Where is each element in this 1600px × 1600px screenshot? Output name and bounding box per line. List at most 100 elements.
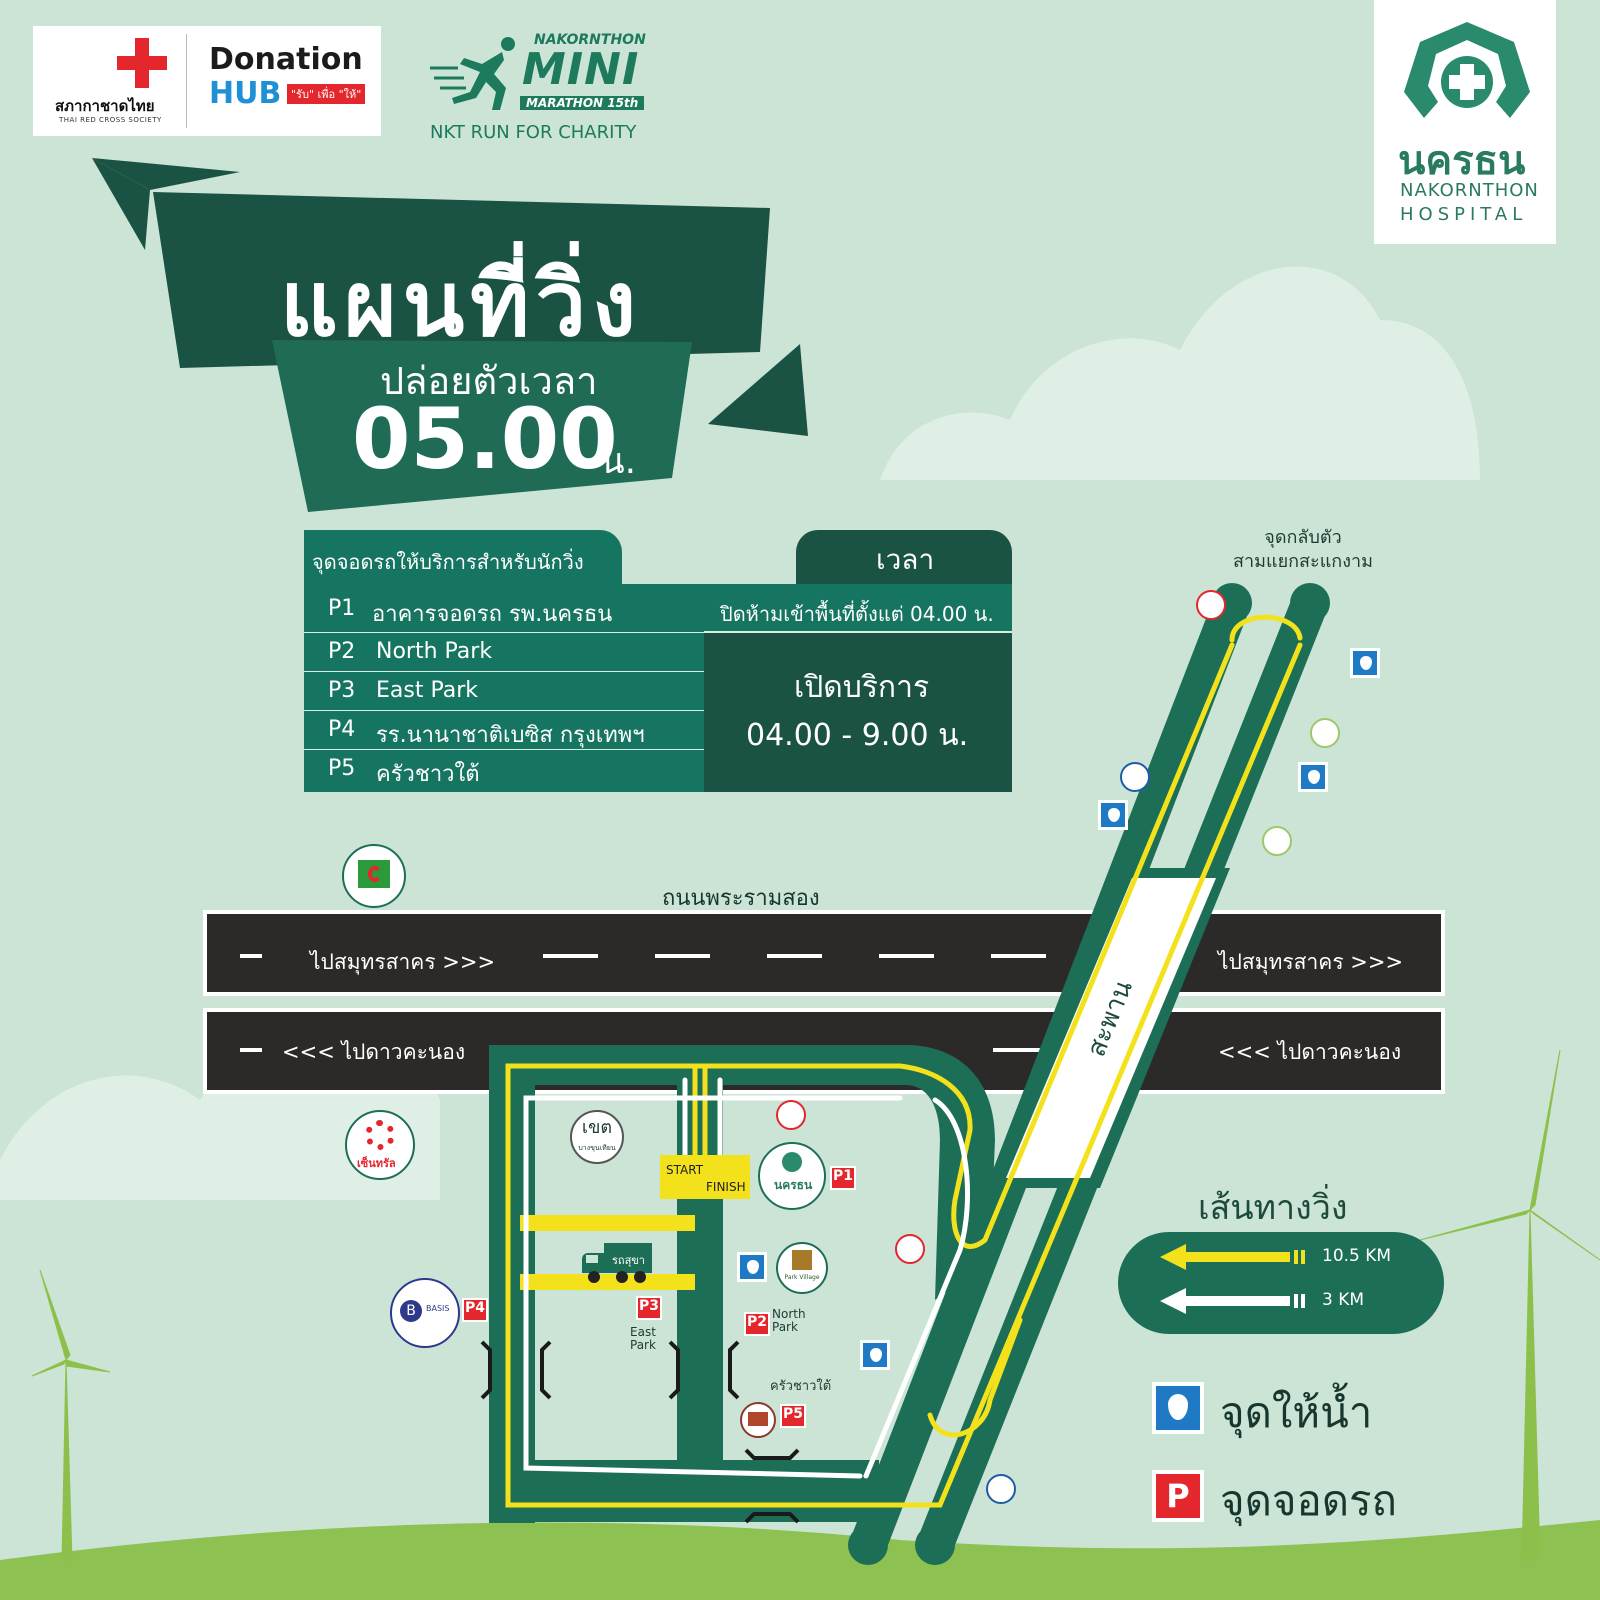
district-line-2: บางขุนเทียน (578, 1144, 616, 1152)
parking-code: P2 (328, 639, 356, 664)
legend-arrow-10k (1160, 1244, 1305, 1270)
banner-time-unit: น. (600, 441, 637, 482)
parking-code: P4 (328, 717, 356, 742)
park-village-marker: Park Village (776, 1242, 828, 1294)
marathon-top-text: NAKORNTHON (534, 32, 646, 48)
donation-hub: HUB (209, 76, 282, 111)
water-drop-icon (1152, 1382, 1204, 1434)
legend-title: เส้นทางวิ่ง (1198, 1188, 1348, 1228)
parking-icon-letter: P (1166, 1477, 1190, 1515)
hospital-en-name: NAKORNTHON (1400, 180, 1539, 201)
sponsor-logo-panel: สภากาชาดไทย THAI RED CROSS SOCIETY Donat… (33, 26, 381, 136)
kitchen-marker (740, 1402, 776, 1438)
direction-label: <<< ไปดาวคะนอง (282, 1040, 466, 1064)
hospital-marker-name: นครธน (774, 1178, 813, 1192)
water-drop-icon (1350, 648, 1380, 678)
parking-row: P4 รร.นานาชาติเบซิส กรุงเทพฯ (304, 711, 704, 750)
parking-header: จุดจอดรถให้บริการสำหรับนักวิ่ง (312, 550, 584, 574)
east-park-line-2: Park (630, 1338, 656, 1352)
central-marker: เซ็นทรัล (345, 1110, 415, 1180)
marathon-logo: NAKORNTHON MINI MARATHON 15th NKT RUN FO… (430, 30, 680, 150)
legend-3k-label: 3 KM (1322, 1290, 1365, 1310)
water-drop-icon (1298, 762, 1328, 792)
parking-row: P1 อาคารจอดรถ รพ.นครธน (304, 584, 704, 633)
red-cross-icon (117, 38, 167, 88)
banner-subtitle: ปล่อยตัวเวลา (380, 359, 598, 403)
finish-label: FINISH (706, 1180, 746, 1194)
parking-name: รร.นานาชาติเบซิส กรุงเทพฯ (376, 723, 645, 748)
closed-note: ปิดห้ามเข้าพื้นที่ตั้งแต่ 04.00 น. (720, 602, 994, 626)
uturn-line-1: จุดกลับตัว (1264, 527, 1342, 548)
direction-label: ไปสมุทรสาคร >>> (310, 950, 496, 974)
kitchen-label: ครัวชาวใต้ (770, 1379, 832, 1394)
truck-icon: รถสุขา (582, 1243, 652, 1283)
parking-code: P3 (328, 678, 356, 703)
parking-badge-p3: P3 (636, 1296, 662, 1320)
marathon-mini-text: MINI (522, 44, 640, 95)
district-marker: เขต บางขุนเทียน (570, 1110, 624, 1164)
legend-panel: 10.5 KM 3 KM (1118, 1232, 1444, 1334)
logo-divider (186, 34, 187, 128)
time-header: เวลา (876, 543, 935, 576)
store-marker (776, 1100, 806, 1130)
parking-badge-p2: P2 (744, 1312, 770, 1336)
parking-row: P3 East Park (304, 672, 704, 711)
district-line-1: เขต (581, 1117, 613, 1138)
road-name: ถนนพระรามสอง (662, 886, 820, 911)
parking-row: P2 North Park (304, 633, 704, 672)
basis-school-marker: B BASIS (390, 1278, 460, 1348)
water-drop-icon (1098, 800, 1128, 830)
parking-badge-p4: P4 (462, 1298, 488, 1322)
fuel-marker (986, 1474, 1016, 1504)
open-time: 04.00 - 9.00 น. (746, 718, 969, 753)
parking-header-tab: จุดจอดรถให้บริการสำหรับนักวิ่ง (304, 530, 622, 584)
uturn-line-2: สามแยกสะแกงาม (1233, 551, 1373, 572)
east-park-line-1: East (630, 1325, 656, 1339)
time-header-tab: เวลา (796, 530, 1012, 584)
start-finish-box (660, 1155, 750, 1199)
store-marker (1310, 718, 1340, 748)
parking-badge-p1: P1 (830, 1166, 856, 1190)
banner-start-time: 05.00 (352, 390, 618, 488)
banner-title: แผนที่วิ่ง (280, 252, 643, 357)
gas-station-marker (1196, 590, 1226, 620)
wind-turbine-icon (31, 1049, 1600, 1561)
hospital-marker: นครธน (758, 1142, 826, 1210)
north-park-line-2: Park (772, 1320, 798, 1334)
runner-icon (430, 37, 515, 110)
parking-name: ครัวชาวใต้ (376, 762, 480, 787)
hospital-cross-icon (1404, 22, 1530, 118)
north-park-line-1: North (772, 1307, 806, 1321)
truck-label: รถสุขา (612, 1254, 645, 1267)
parking-badge-p5: P5 (780, 1404, 806, 1428)
road-brackets (480, 1340, 800, 1524)
direction-label: <<< ไปดาวคะนอง (1218, 1040, 1402, 1064)
hospital-word: HOSPITAL (1400, 204, 1528, 225)
uturn-label: จุดกลับตัว สามแยกสะแกงาม (1218, 526, 1388, 574)
east-park-label: East Park (630, 1326, 656, 1352)
red-cross-subtitle: THAI RED CROSS SOCIETY (59, 116, 162, 124)
parking-list (304, 584, 704, 792)
donation-word: Donation (209, 42, 363, 77)
store-marker (342, 844, 406, 908)
route-10k (505, 614, 1303, 1508)
parking-code: P1 (328, 596, 356, 621)
donation-tagline: "รับ" เพื่อ "ให้" (287, 84, 366, 104)
title-banner-shape (92, 158, 808, 512)
fuel-marker (1120, 762, 1150, 792)
north-park-label: North Park (772, 1308, 806, 1334)
legend-arrow-3k (1160, 1288, 1305, 1314)
parking-name: อาคารจอดรถ รพ.นครธน (372, 602, 613, 627)
parking-name: North Park (376, 639, 493, 664)
legend-water-label: จุดให้น้ำ (1220, 1388, 1373, 1437)
direction-label: ไปสมุทรสาคร >>> (1218, 950, 1404, 974)
hospital-cross-icon (782, 1152, 802, 1172)
basis-label: BASIS (426, 1304, 450, 1313)
water-drop-icon (737, 1252, 767, 1282)
parking-name: East Park (376, 678, 479, 703)
parking-icon: P (1152, 1470, 1204, 1522)
parking-row: P5 ครัวชาวใต้ (304, 750, 704, 790)
red-cross-name: สภากาชาดไทย (55, 97, 155, 115)
side-road-bars (520, 1215, 695, 1290)
grass-hill (0, 1520, 1600, 1600)
